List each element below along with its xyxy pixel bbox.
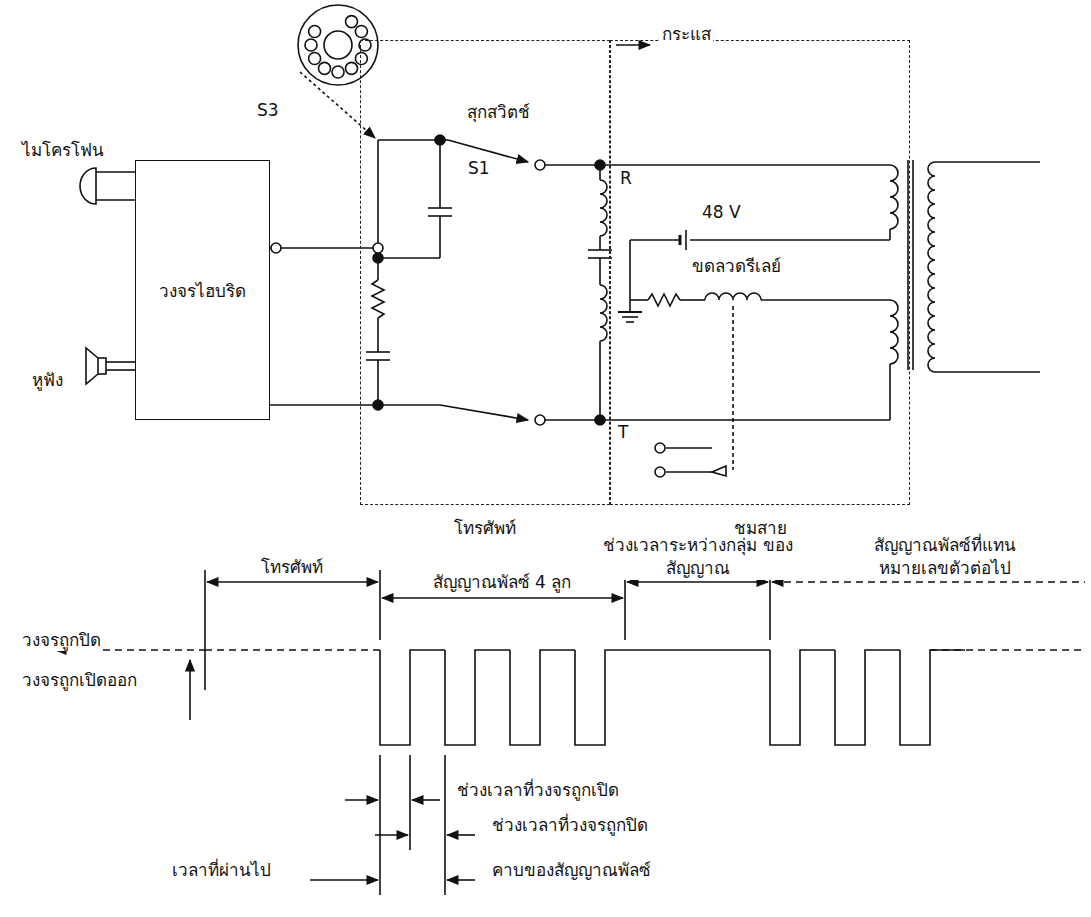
diagram-label: ไมโครโฟน: [20, 139, 106, 162]
diagram-label: วงจรถูกปิด: [20, 629, 103, 652]
diagram-label: ขดลวดรีเลย์: [690, 255, 783, 278]
diagram-label: เวลาที่ผ่านไป: [170, 859, 273, 882]
diagram-label: 48 V: [700, 201, 743, 224]
dial-link: [300, 72, 375, 138]
diagram-label: S3: [255, 99, 281, 122]
diagram-label: T: [616, 421, 630, 444]
diagram-label: กระแส: [660, 23, 713, 46]
diagram-label: สัญญาณพัลซ์ 4 ลูก: [431, 571, 574, 594]
rotary-dial: [298, 5, 378, 85]
microphone-symbol: [80, 168, 135, 204]
diagram-label: คาบของสัญญาณพัลซ์: [490, 859, 653, 882]
diagram-label: ช่วงเวลาระหว่างกลุ่ม ของสัญญาณ: [601, 534, 795, 580]
telephone-wiring: [270, 140, 612, 420]
pulse-timing: [55, 565, 1085, 895]
node-text: วงจรไฮบริด: [159, 277, 246, 304]
diagram-label: S1: [466, 157, 492, 180]
battery-symbol: [685, 230, 687, 250]
node-text: โทรศัพท์: [454, 514, 516, 541]
diagram-label: วงจรถูกเปิดออก: [20, 669, 139, 692]
diagram-label: โทรศัพท์: [259, 556, 325, 579]
exchange-wiring: [600, 45, 1040, 476]
hybrid-box: วงจรไฮบริด: [135, 160, 270, 420]
diagram-label: สัญญาณพัลซ์ที่แทน หมายเลขตัวต่อไป: [848, 534, 1042, 580]
diagram-label: ช่วงเวลาที่วงจรถูกปิด: [490, 814, 650, 837]
diagram-label: R: [618, 167, 634, 190]
diagram-label: หูฟัง: [30, 369, 65, 392]
diagram-label: สุกสวิตช์: [465, 101, 532, 124]
relay-coil: [705, 293, 761, 300]
earpiece-symbol: [86, 348, 135, 384]
diagram-label: ช่วงเวลาที่วงจรถูกเปิด: [455, 779, 621, 802]
